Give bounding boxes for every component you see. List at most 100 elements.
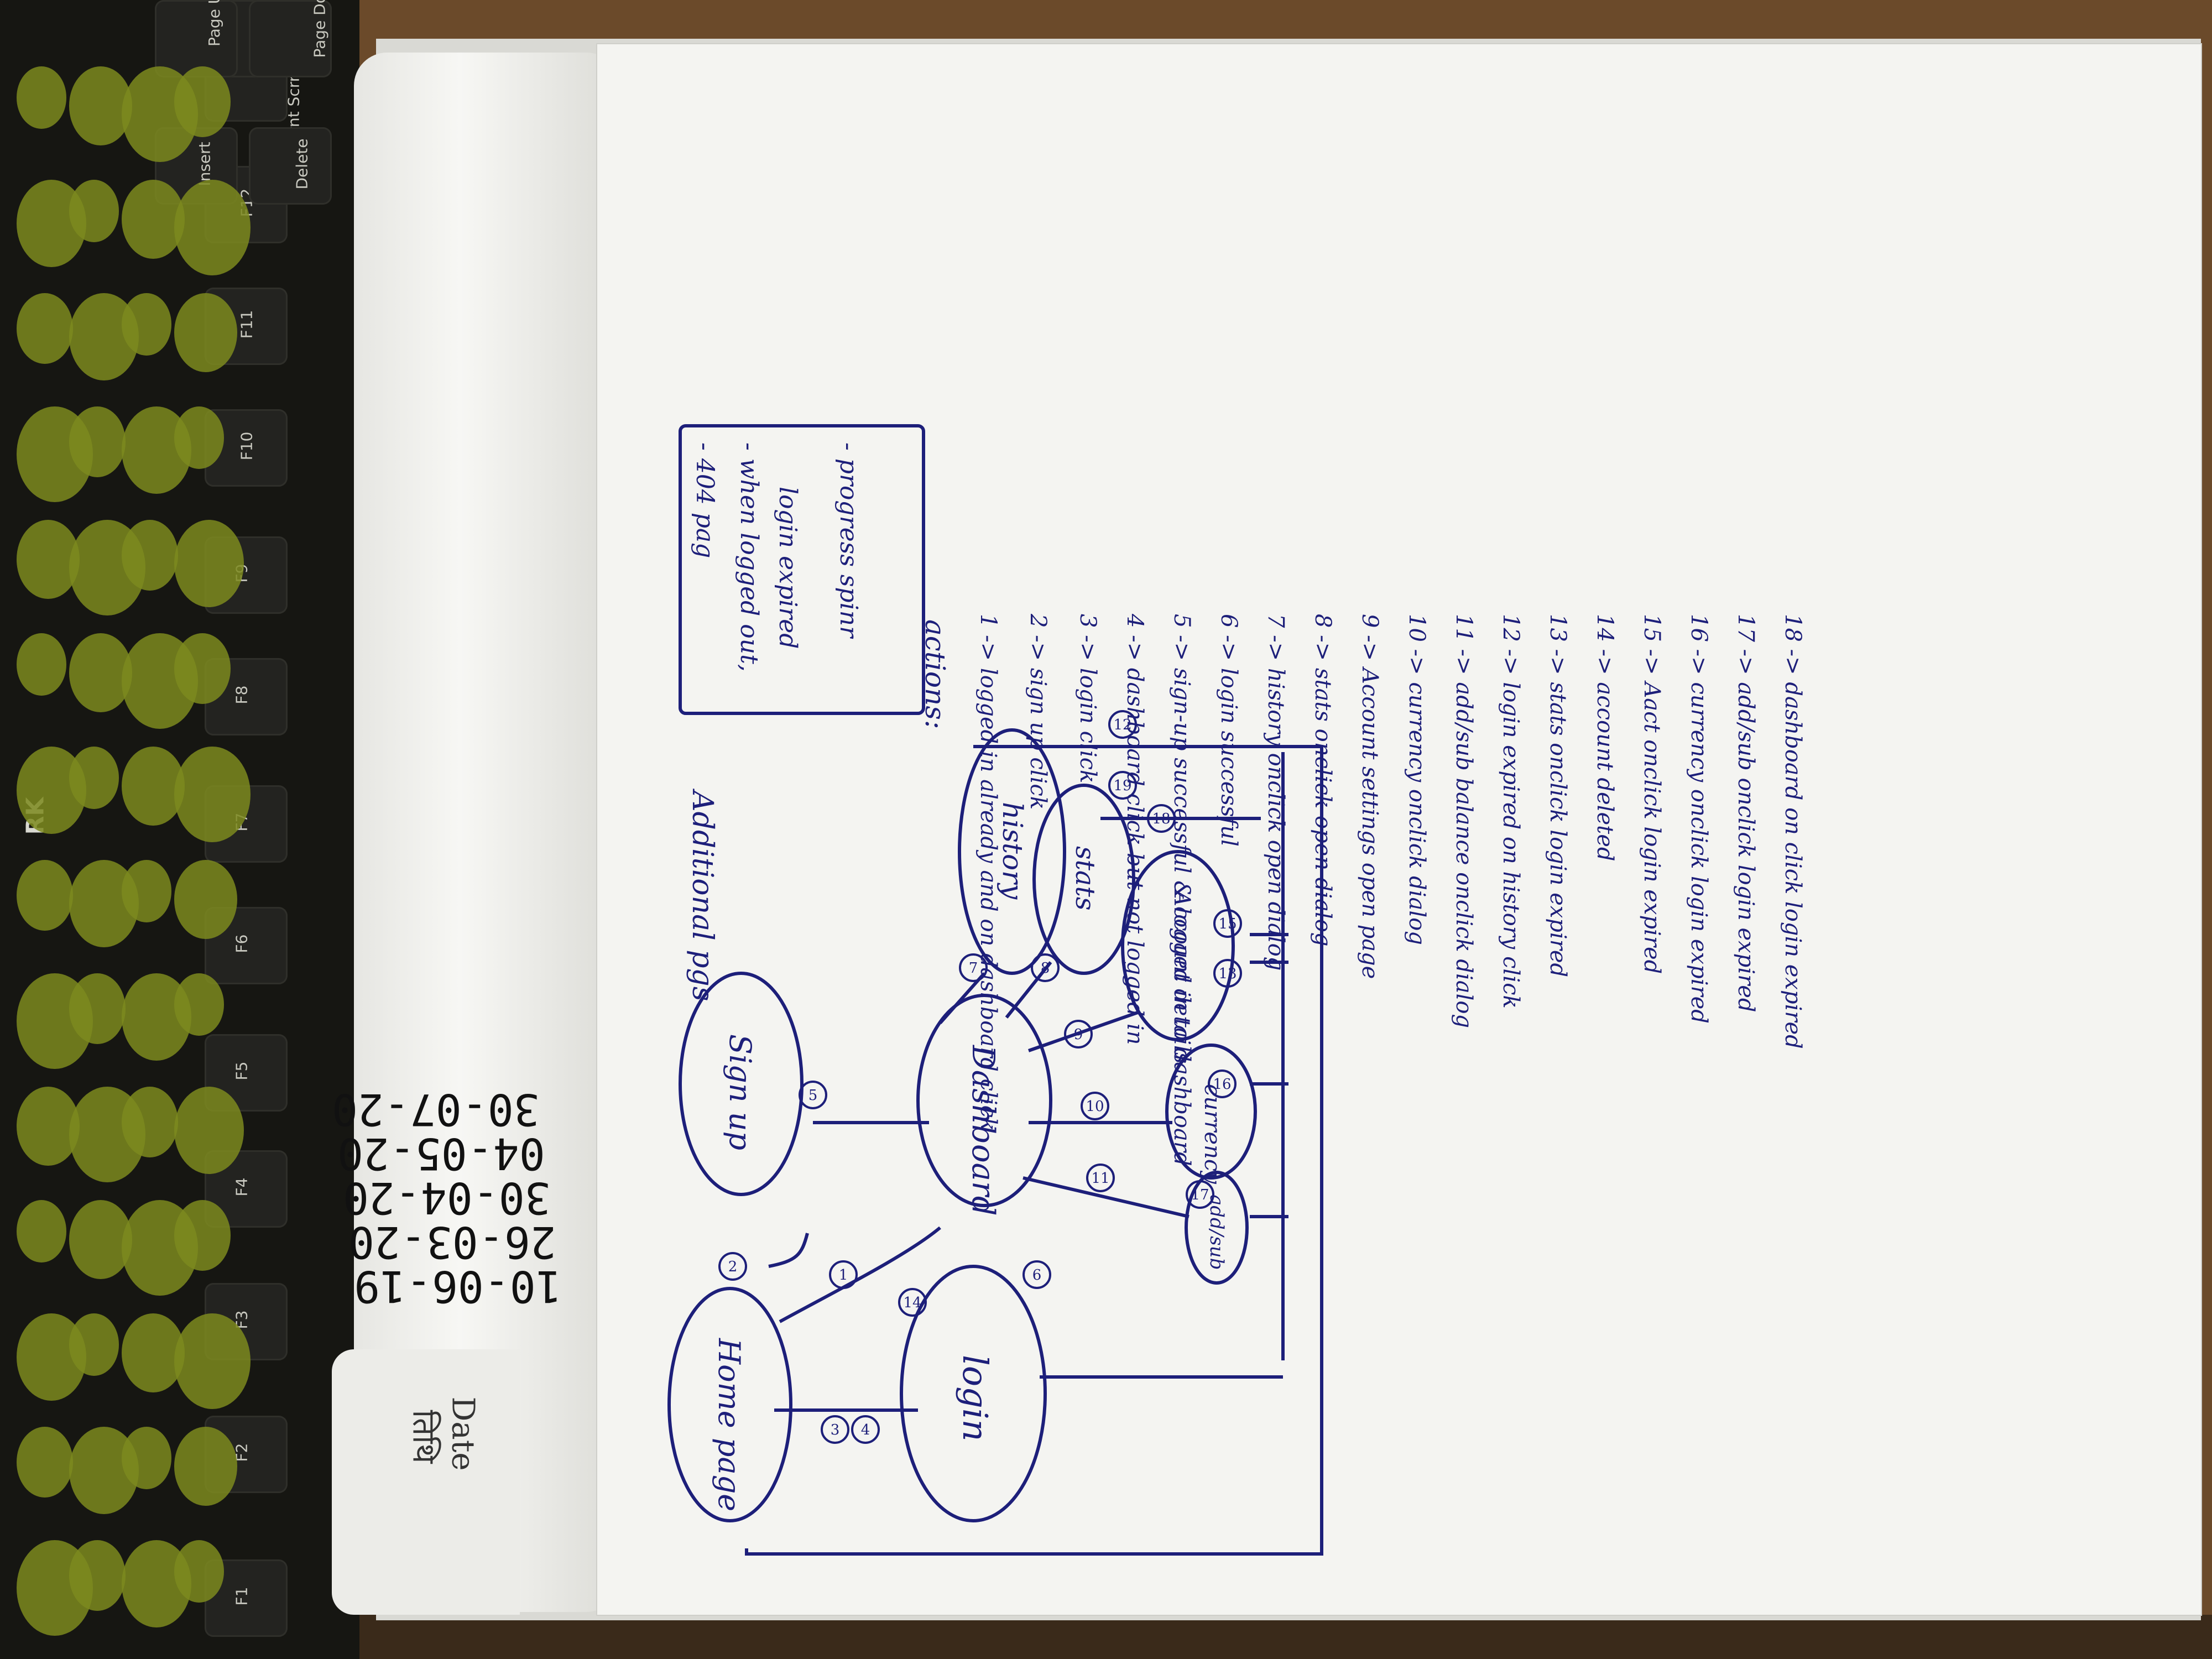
action-16: 16 -> currency onclick login expired [1686, 614, 1712, 1024]
keyboard-pattern-dot [122, 860, 171, 922]
edge-label-text: 15 [1218, 916, 1237, 932]
keyboard-key [249, 0, 332, 77]
keyboard-pattern-dot [174, 520, 244, 607]
keyboard-pattern-dot [122, 520, 178, 591]
action-10: 10 -> currency onclick dialog [1404, 614, 1430, 945]
keyboard-key-label: Page Up [205, 0, 223, 46]
action-6: 6 -> login successful [1216, 614, 1241, 847]
keyboard-key-label: F1 [232, 1587, 251, 1606]
edge-label: 18 [1147, 804, 1176, 833]
node-login [900, 1265, 1047, 1522]
action-5: 5 -> sign-up successful & logged in to d… [1169, 614, 1194, 1166]
keyboard-key-label: F4 [232, 1177, 251, 1197]
edge-label: 13 [1213, 959, 1242, 988]
additional-page-3: login expired [774, 487, 802, 649]
keyboard-pattern-dot [17, 293, 73, 364]
keyboard-key-label: F10 [237, 431, 256, 461]
keyboard-pattern-dot [69, 747, 119, 809]
edge-label: 2 [718, 1252, 747, 1281]
edge-label-text: 13 [1218, 966, 1237, 982]
keyboard-key-label: F6 [232, 934, 251, 953]
node-account-details [1121, 850, 1235, 1041]
keyboard-key-label: F11 [237, 310, 256, 339]
edge-label-text: 11 [1091, 1170, 1109, 1187]
action-3: 3 -> login click [1075, 614, 1100, 784]
keyboard-pattern-dot [122, 1427, 171, 1489]
keyboard-pattern-dot [174, 1427, 237, 1506]
action-15: 15 -> Aact onclick login expired [1639, 614, 1665, 974]
action-1: 1 -> logged in already and on dashboard … [975, 614, 1001, 1131]
edge-label: 8 [1031, 953, 1060, 982]
edge-label-text: 8 [1041, 960, 1050, 977]
action-17: 17 -> add/sub onclick login expired [1733, 614, 1759, 1013]
node-addsub [1185, 1171, 1249, 1285]
action-9: 9 -> Account settings open page [1357, 614, 1383, 979]
edge-label: 16 [1208, 1070, 1237, 1098]
action-4: 4 -> dashboard click but not logged in [1122, 614, 1147, 1045]
node-currency [1165, 1044, 1257, 1180]
edge-label-text: 12 [1113, 717, 1131, 733]
action-11: 11 -> add/sub balance onclick dialog [1451, 614, 1477, 1029]
label-login: login [955, 1355, 995, 1442]
node-stats [1032, 784, 1135, 975]
action-12: 12 -> login expired on history click [1498, 614, 1524, 1009]
keyboard-pattern-dot [122, 293, 171, 356]
actions-title: actions: [919, 619, 951, 729]
keyboard-pattern-dot [17, 1200, 66, 1262]
keyboard-pattern-dot [174, 860, 237, 939]
keyboard-pattern-dot [69, 1313, 119, 1376]
keyboard-pattern-dot [17, 1427, 73, 1498]
edge-label: 14 [898, 1288, 927, 1317]
edge-label-text: 4 [861, 1422, 870, 1438]
keyboard-pattern-dot [174, 633, 231, 704]
edge-label: 4 [851, 1415, 880, 1444]
keyboard-pattern-dot [174, 1200, 231, 1271]
action-8: 8 -> stats onclick open dialog [1310, 614, 1335, 947]
edge-label-text: 1 [839, 1267, 848, 1284]
keyboard-pattern-dot [17, 860, 73, 931]
edge-label: 12 [1108, 710, 1137, 739]
edge-label-text: 16 [1213, 1076, 1231, 1093]
label-home-page: Home page [712, 1338, 747, 1512]
edge-label: 6 [1022, 1260, 1051, 1289]
keyboard-pattern-dot [17, 633, 66, 696]
edge-label-text: 6 [1032, 1267, 1042, 1284]
keyboard-pattern-dot [69, 406, 126, 477]
edge-label-text: 7 [969, 960, 978, 977]
keyboard-key [155, 0, 238, 77]
keyboard-pattern-dot [174, 180, 251, 275]
edge-label: 7 [959, 953, 988, 982]
edge-label: 11 [1086, 1164, 1115, 1192]
additional-pages-box [679, 424, 925, 715]
additional-page-4: - progress spinr [834, 442, 863, 638]
keyboard-pattern-dot [69, 1540, 126, 1611]
action-2: 2 -> sign up click [1025, 614, 1051, 810]
label-addsub: add/sub [1206, 1194, 1228, 1270]
edge-label: 17 [1186, 1180, 1214, 1209]
keyboard-pattern-dot [174, 973, 224, 1036]
additional-page-2: - when logged out, [735, 442, 763, 672]
edge-label-text: 9 [1074, 1026, 1083, 1043]
notepad-page [597, 44, 2201, 1615]
keyboard-pattern-dot [69, 180, 119, 242]
date-card [332, 1349, 520, 1615]
edge-label-text: 14 [903, 1295, 921, 1311]
edge-label: 10 [1081, 1092, 1109, 1120]
keyboard-pattern-dot [174, 66, 231, 137]
label-stats: stats [1070, 846, 1100, 911]
label-history: history [997, 802, 1029, 900]
node-history [958, 728, 1066, 975]
keyboard-key-label: Page Down [310, 0, 329, 58]
keyboard-pattern-dot [122, 1087, 178, 1157]
edge-label-text: 3 [831, 1422, 840, 1438]
action-14: 14 -> account deleted [1592, 614, 1618, 862]
label-sign-up: Sign up [723, 1034, 758, 1151]
keyboard-key-label: Delete [293, 138, 311, 190]
edge-label-text: 10 [1086, 1098, 1104, 1115]
additional-page-1: - 404 pag [691, 442, 719, 559]
keyboard-pattern-dot [174, 747, 251, 842]
keyboard-pattern-dot [174, 293, 237, 372]
action-13: 13 -> stats onclick login expired [1545, 614, 1571, 978]
